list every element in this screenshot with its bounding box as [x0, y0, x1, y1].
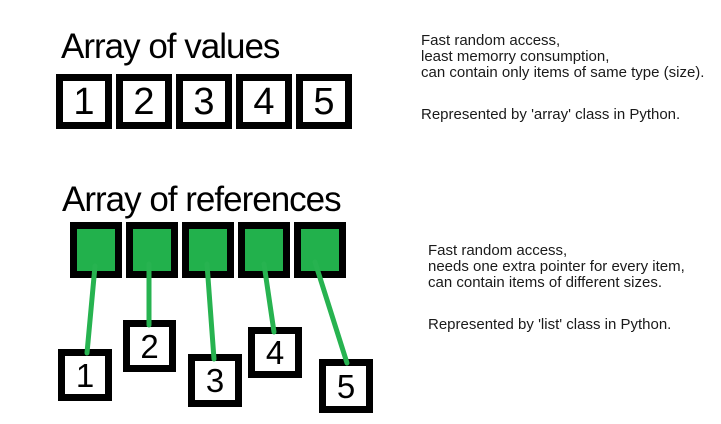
referenced-item-1: 1 — [58, 349, 112, 401]
value-cell-label: 1 — [73, 80, 95, 123]
references-array — [70, 222, 346, 278]
value-cell-label: 3 — [193, 80, 215, 123]
referenced-item-3: 3 — [188, 354, 242, 407]
reference-cell-1 — [70, 222, 122, 278]
reference-cell-5 — [294, 222, 346, 278]
referenced-item-label: 2 — [140, 327, 159, 365]
references-note-line: Fast random access, — [428, 242, 568, 259]
value-cell-5: 5 — [296, 74, 352, 129]
values-note-line: can contain only items of same type (siz… — [421, 64, 705, 81]
reference-cell-4 — [238, 222, 290, 278]
value-cell-4: 4 — [236, 74, 292, 129]
pointer-line-3 — [204, 261, 217, 362]
pointer-line-1 — [84, 263, 98, 356]
value-cell-2: 2 — [116, 74, 172, 129]
values-notes: Fast random access, least memorry consum… — [421, 33, 704, 123]
values-array: 1 2 3 4 5 — [56, 74, 352, 129]
reference-cell-3 — [182, 222, 234, 278]
values-summary: Represented by 'array' class in Python. — [421, 106, 681, 123]
references-note-line: can contain items of different sizes. — [428, 274, 663, 291]
value-cell-label: 2 — [133, 80, 155, 123]
references-note-line: needs one extra pointer for every item, — [428, 258, 685, 275]
values-note-line: Fast random access, — [421, 32, 561, 49]
referenced-item-5: 5 — [319, 359, 373, 413]
references-summary: Represented by 'list' class in Python. — [428, 316, 672, 333]
value-cell-label: 5 — [313, 80, 335, 123]
values-note-line: least memorry consumption, — [421, 48, 610, 65]
values-title: Array of values — [61, 27, 280, 66]
referenced-item-4: 4 — [248, 327, 302, 378]
referenced-item-label: 1 — [75, 356, 95, 394]
value-cell-label: 4 — [253, 80, 275, 123]
references-title: Array of references — [62, 180, 342, 219]
referenced-item-label: 4 — [265, 334, 285, 371]
references-notes: Fast random access, needs one extra poin… — [428, 243, 685, 333]
referenced-item-label: 5 — [336, 367, 356, 405]
referenced-item-2: 2 — [123, 320, 176, 372]
reference-cell-2 — [126, 222, 178, 278]
value-cell-1: 1 — [56, 74, 112, 129]
referenced-item-label: 3 — [205, 362, 225, 399]
value-cell-3: 3 — [176, 74, 232, 129]
